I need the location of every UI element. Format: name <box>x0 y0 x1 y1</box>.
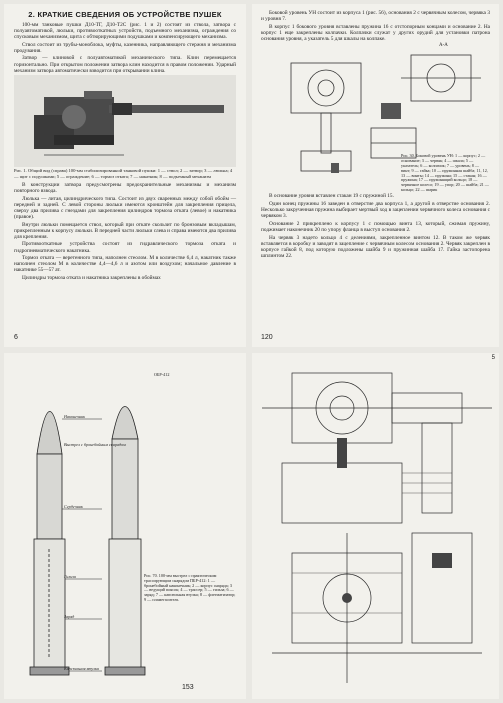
page-number: 6 <box>14 334 18 341</box>
cylinders-paragraph: Цилиндры тормоза отката и накатника закр… <box>22 274 161 281</box>
recoil-devices-paragraph: Противооткатные устройства состоят из ги… <box>14 241 236 254</box>
mechanism-drawing <box>262 372 492 683</box>
book-page-4: 5 <box>252 353 499 699</box>
label-core: Сердечник <box>64 504 83 509</box>
recoil-brake-paragraph: Тормоз отката — веретенного типа, наполн… <box>14 255 236 274</box>
barrel-paragraph: Ствол состоит из трубы-моноблока, муфты,… <box>14 41 236 54</box>
construction-paragraph: В конструкции затвора предусмотрены пред… <box>14 182 236 195</box>
level-drawing <box>290 55 481 174</box>
page-number: 120 <box>261 334 273 341</box>
cradle-paragraph: Люлька — литая, цилиндрического типа. Со… <box>14 195 236 221</box>
breech-paragraph: Затвор — клиновой с полуавтоматикой меха… <box>14 55 236 74</box>
level-paragraph-6: На червяк 3 надето кольцо 4 с делениями,… <box>261 234 490 259</box>
level-paragraph-5: Основание 2 прикреплено к корпусу 1 с по… <box>261 220 490 233</box>
label-charge: Заряд <box>64 614 75 619</box>
label-primer: Капсюльная втулка <box>64 666 99 671</box>
cradle-inside-paragraph: Внутри люльки помещается ствол, который … <box>14 221 236 240</box>
label-case: Гильза <box>64 574 76 579</box>
section-title: 2. КРАТКИЕ СВЕДЕНИЯ ОБ УСТРОЙСТВЕ ПУШЕК <box>28 10 222 19</box>
book-page-3: Выстрел с бронебойным снарядом Наконечни… <box>4 353 246 699</box>
gun-drawing <box>14 75 236 168</box>
level-paragraph-4: Один конец пружины 16 заведен в отверсти… <box>261 201 490 220</box>
page-number: 153 <box>182 684 194 691</box>
figure-caption: Рис. 1. Общий вид (справа) 100-мм стабил… <box>14 168 233 179</box>
book-page-1: 2. КРАТКИЕ СВЕДЕНИЯ ОБ УСТРОЙСТВЕ ПУШЕК … <box>4 4 246 347</box>
section-label: А-А <box>439 43 448 49</box>
level-paragraph-1: Боковой уровень УН состоит из корпуса 1 … <box>261 10 490 23</box>
figure-caption: Рис. 70. 100-мм выстрел с практическим т… <box>144 573 236 602</box>
label-main: Выстрел с бронебойным снарядом <box>64 442 126 447</box>
level-figure: А-А Рис. 30. Боковой уровень УН: 1 — кор… <box>261 43 490 193</box>
book-page-2: Боковой уровень УН состоит из корпуса 1 … <box>252 4 499 347</box>
label-nose: Наконечник <box>64 414 86 419</box>
corner-number: 5 <box>491 355 495 361</box>
gun-figure <box>14 75 236 168</box>
label-right-top: ОБР-412 <box>154 372 170 377</box>
intro-paragraph: 100-мм танковые пушки Д10-ТГ, Д10-Т2С (р… <box>14 22 236 41</box>
ammunition-drawing <box>29 406 146 676</box>
figure-caption: Рис. 30. Боковой уровень УН: 1 — корпус;… <box>401 153 489 193</box>
level-paragraph-3: В основание уровня вставлен стакан 19 с … <box>269 193 394 200</box>
level-paragraph-2: В корпус 1 бокового уровня вставлены пру… <box>261 23 490 42</box>
